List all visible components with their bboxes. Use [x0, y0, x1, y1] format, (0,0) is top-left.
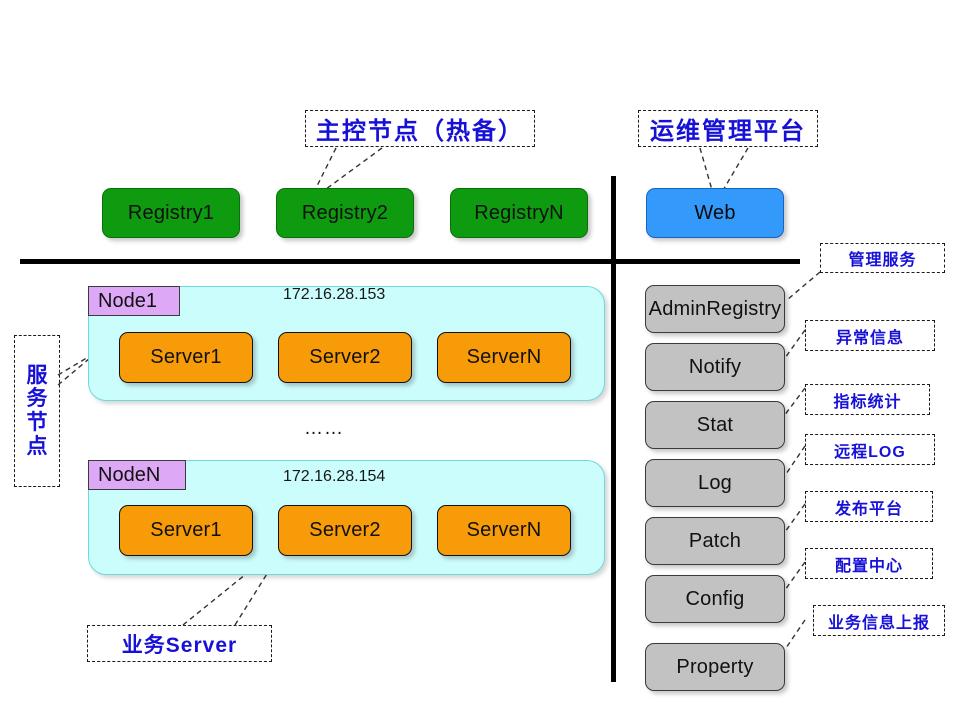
service-box-property[interactable]: Property [645, 643, 785, 691]
callout-service-nodes-char-3: 节 [26, 411, 48, 434]
annotation-publish-platform-label: 发布平台 [834, 500, 903, 518]
node1-server-3[interactable]: ServerN [437, 332, 571, 383]
callout-ops-platform-label: 运维管理平台 [650, 118, 806, 145]
annotation-config-center: 配置中心 [805, 548, 933, 579]
service-box-config[interactable]: Config [645, 575, 785, 623]
callout-master-nodes: 主控节点（热备） [305, 110, 535, 147]
noden-server-1-label: Server1 [150, 519, 222, 541]
service-box-notify-label: Notify [688, 355, 742, 378]
callout-business-server: 业务Server [87, 625, 272, 662]
annotation-exception-info: 异常信息 [805, 320, 935, 351]
annotation-remote-log: 远程LOG [805, 434, 935, 465]
annotation-admin-service: 管理服务 [820, 243, 945, 273]
web-box[interactable]: Web [646, 188, 784, 238]
service-box-patch[interactable]: Patch [645, 517, 785, 565]
noden-server-3[interactable]: ServerN [437, 505, 571, 556]
registry-box-2-label: Registry2 [301, 201, 389, 224]
annotation-business-report-label: 业务信息上报 [827, 614, 930, 632]
node1-server-3-label: ServerN [466, 346, 542, 368]
service-box-log[interactable]: Log [645, 459, 785, 507]
annotation-business-report: 业务信息上报 [813, 605, 945, 636]
node-ip-2-label: 172.16.28.154 [283, 468, 386, 485]
node-tag-2-label: NodeN [98, 463, 161, 486]
registry-box-1-label: Registry1 [127, 201, 215, 224]
node-tag-1-label: Node1 [98, 289, 157, 312]
annotation-metric-stat: 指标统计 [805, 384, 930, 415]
service-box-stat[interactable]: Stat [645, 401, 785, 449]
node-separator-dots: …… [304, 418, 344, 440]
node1-server-2-label: Server2 [309, 346, 381, 368]
node1-server-1-label: Server1 [150, 346, 222, 368]
service-box-patch-label: Patch [688, 529, 742, 552]
noden-server-2-label: Server2 [309, 519, 381, 541]
registry-box-3[interactable]: RegistryN [450, 188, 588, 238]
annotation-metric-stat-label: 指标统计 [833, 393, 902, 411]
node-tag-1: Node1 [88, 286, 180, 316]
node-separator-label: …… [304, 418, 344, 439]
callout-service-nodes-char-1: 服 [26, 363, 48, 387]
web-box-label: Web [694, 201, 736, 224]
annotation-admin-service-label: 管理服务 [848, 252, 917, 269]
service-box-adminregistry[interactable]: AdminRegistry [645, 285, 785, 333]
vertical-divider [611, 176, 616, 682]
service-box-log-label: Log [698, 471, 732, 494]
noden-server-2[interactable]: Server2 [278, 505, 412, 556]
service-box-adminregistry-label: AdminRegistry [648, 297, 782, 320]
annotation-remote-log-label: 远程LOG [834, 443, 906, 461]
annotation-config-center-label: 配置中心 [834, 557, 903, 575]
callout-service-nodes-char-2: 务 [26, 387, 48, 411]
horizontal-divider [20, 259, 800, 264]
noden-server-1[interactable]: Server1 [119, 505, 253, 556]
callout-business-server-label: 业务Server [121, 633, 238, 657]
callout-service-nodes: 服 务 节 点 [14, 335, 60, 487]
registry-box-1[interactable]: Registry1 [102, 188, 240, 238]
callout-ops-platform: 运维管理平台 [638, 110, 818, 147]
node1-server-1[interactable]: Server1 [119, 332, 253, 383]
registry-box-3-label: RegistryN [474, 201, 564, 224]
noden-server-3-label: ServerN [466, 519, 542, 541]
annotation-publish-platform: 发布平台 [805, 491, 933, 522]
service-box-notify[interactable]: Notify [645, 343, 785, 391]
node-ip-1: 172.16.28.153 [283, 286, 385, 304]
annotation-exception-info-label: 异常信息 [835, 329, 904, 347]
service-box-property-label: Property [676, 655, 754, 678]
node1-server-2[interactable]: Server2 [278, 332, 412, 383]
node-ip-1-label: 172.16.28.153 [283, 286, 386, 303]
callout-master-nodes-label: 主控节点（热备） [316, 118, 524, 145]
node-ip-2: 172.16.28.154 [283, 468, 385, 486]
service-box-stat-label: Stat [696, 413, 734, 436]
node-tag-2: NodeN [88, 460, 186, 490]
service-box-config-label: Config [685, 587, 745, 610]
registry-box-2[interactable]: Registry2 [276, 188, 414, 238]
callout-service-nodes-char-4: 点 [26, 434, 48, 458]
